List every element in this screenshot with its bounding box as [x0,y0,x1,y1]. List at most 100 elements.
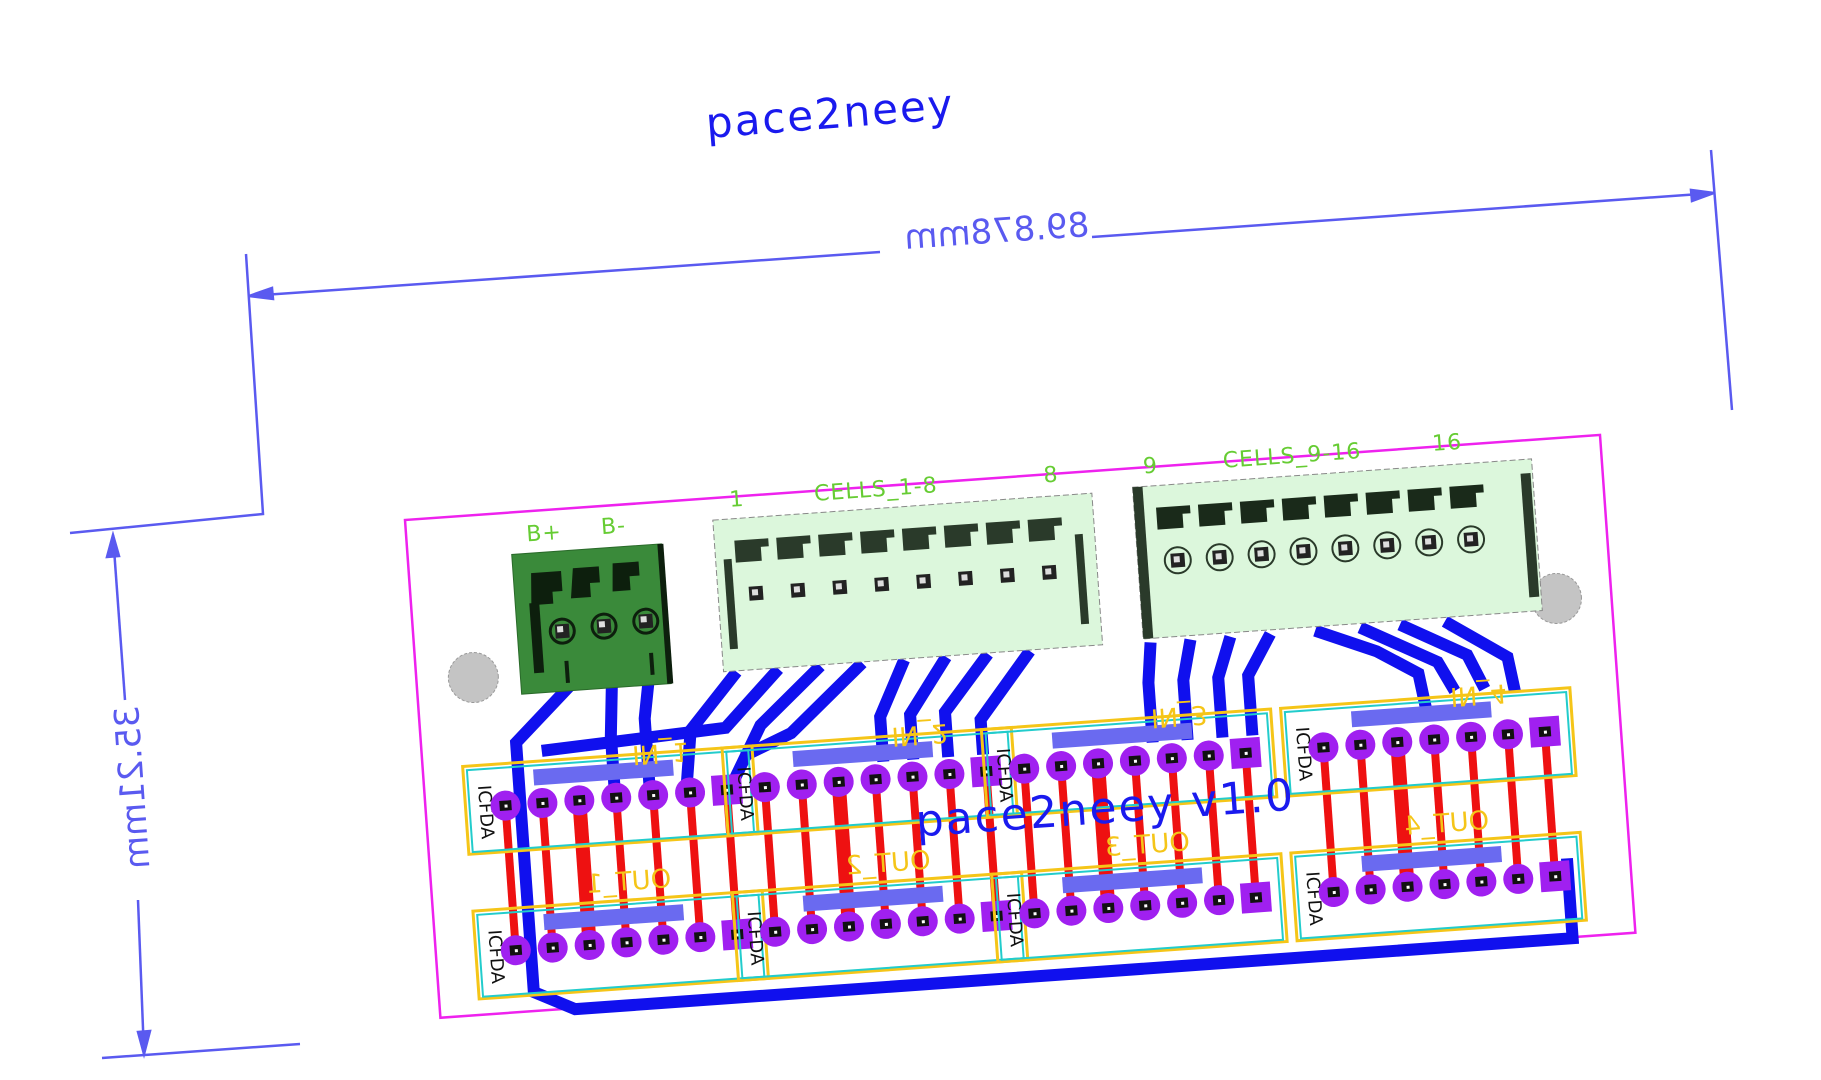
label-bminus: B- [600,513,627,540]
pad-highlight [1133,759,1138,763]
connector-rail [723,558,738,650]
footprint-tab [792,741,934,768]
pin-highlight [1173,556,1180,563]
footprint-tab [543,904,685,931]
footprint-courtyard [1294,835,1584,940]
mounting-hole-left [447,652,499,704]
label-in-3: IN_3 [1150,699,1209,733]
footprint-courtyard [1283,690,1574,795]
footprint-tab [1350,701,1492,728]
footprint-courtyard [984,712,1274,817]
pad-highlight [551,946,555,950]
footprint-tab [1062,867,1203,894]
connector-latch [1323,493,1359,518]
pad-highlight [911,775,915,779]
trace-c15 [1397,619,1491,692]
pad-highlight [1406,885,1410,889]
label-in-2: IN_2 [890,717,949,751]
arrow-up-icon [105,530,121,559]
pad-highlight [1181,901,1185,905]
connector-latch [1156,505,1191,530]
width-dimension-label: 89.878mm [903,205,1091,258]
pad-highlight [625,941,629,945]
height-dimension-line-bottom [136,899,146,1055]
pin-ring [1289,537,1318,566]
connector-latch [734,538,769,563]
pad-highlight [958,917,962,921]
footprint-4-1[interactable]: ICFDA [1278,686,1578,798]
width-extension-left [69,253,265,535]
width-extension-right [1709,149,1734,411]
footprint-4-2[interactable]: ICFDA [1289,830,1588,943]
view-title: pace2neey [704,80,956,148]
pin-ring [1247,540,1276,569]
connector-latch [1449,484,1484,509]
footprint-courtyard [994,856,1285,961]
pad-highlight [847,925,852,929]
connector-power[interactable] [511,543,674,695]
trace-c13 [1313,624,1432,710]
label-bplus: B+ [525,520,562,547]
pad-highlight [1144,904,1148,908]
mounting-hole-right [1530,572,1582,624]
pad-highlight [588,943,592,948]
footprint-silkscreen [979,707,1279,820]
pcb-board: B+ B- 1 CELLS_1-8 8 9 CELLS_9-16 16 ICFD… [403,430,1637,1020]
label-in-1: IN_1 [631,735,690,769]
connector-cells-9-16-latches [1156,484,1484,530]
pad-highlight [504,804,508,808]
pad-highlight [514,949,518,953]
arrow-left-icon [248,286,275,301]
pin-ring [1415,528,1444,557]
connector-cells-9-16-pins [1163,525,1486,575]
connector-cells-9-16-body [1131,458,1543,640]
pad-highlight [1396,740,1400,745]
trace-c9 [1142,642,1159,743]
pin-highlight [1215,553,1222,560]
footprint-silkscreen [1278,686,1578,798]
pad-highlight [1170,757,1174,761]
connector-latch [1281,496,1317,521]
pad-highlight [884,922,889,926]
label-out-2: OUT_2 [845,846,932,882]
pad-highlight [1480,880,1484,884]
label-out-3: OUT_3 [1104,827,1191,863]
trace-bplus [509,679,1580,1016]
pad-highlight [800,783,804,787]
footprint-1-1[interactable]: ICFDA [461,744,760,856]
pad-highlight [1517,877,1521,881]
width-dimension-line-right [1091,191,1715,239]
pin-highlight [1424,538,1432,545]
label-out-4: OUT_4 [1403,806,1490,842]
pad-highlight [688,791,693,795]
label-pin-1: 1 [729,487,746,513]
pad-highlight [763,785,768,790]
label-pin-8: 8 [1043,463,1060,489]
connector-cells-1-8-pins [748,564,1057,601]
pin-highlight [1383,541,1390,548]
connector-cells-1-8[interactable] [712,492,1104,673]
connector-latch [1365,490,1400,515]
bottom-trace [982,771,1001,917]
footprint-3-2[interactable]: ICFDA [990,852,1289,964]
pin-highlight [877,580,884,587]
pin-highlight [1045,568,1052,575]
footprint-3-1[interactable]: ICFDA [979,707,1279,820]
trace-c7 [938,650,993,758]
pad-highlight [921,920,925,924]
height-extension-bottom [101,1042,301,1060]
connector-cells-9-16[interactable] [1131,458,1543,640]
connector-latch [1197,502,1233,527]
pad-highlight [652,793,656,798]
footprint-1-2[interactable]: ICFDA [471,888,771,1001]
label-pin-16: 16 [1431,430,1463,457]
bottom-trace [945,773,964,919]
pad-highlight [1332,890,1336,895]
footprint-tab [1361,846,1503,872]
pad-highlight [1369,888,1373,892]
pad-highlight [1254,896,1259,900]
footprint-2-1[interactable]: ICFDA [720,725,1020,838]
width-dimension-line-left [248,250,881,298]
height-dimension-line-top [111,534,127,701]
connector-latch [1407,487,1442,512]
